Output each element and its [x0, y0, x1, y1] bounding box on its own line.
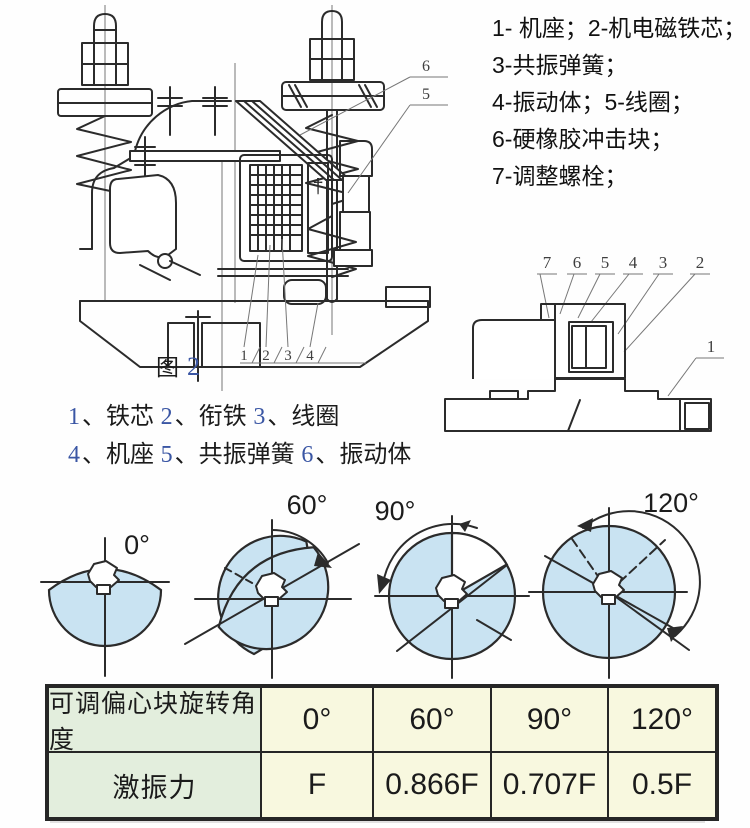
angle-label-120: 120° [643, 488, 699, 518]
legend-line: 1- 机座；2-机电磁铁芯； [492, 15, 747, 41]
callout-label: 6 [422, 58, 430, 75]
fig2-cross-section-diagram: † [57, 5, 448, 391]
legend-line: 6-硬橡胶冲击块； [492, 126, 674, 152]
table-force-value: 0.866F [373, 752, 491, 818]
table-force-value: F [261, 752, 373, 818]
callout-label: 1 [240, 348, 248, 364]
side-view-diagram: 7 6 5 4 3 2 1 [444, 253, 724, 432]
legend-line: 7-调整螺栓； [492, 163, 628, 189]
angle-label-90: 90° [375, 496, 416, 526]
callout-label: 5 [422, 86, 430, 103]
callout-label: 4 [629, 253, 638, 272]
fig2-callouts-bottom: 1 2 3 4 [240, 238, 366, 364]
table-row2-header: 激振力 [48, 752, 261, 818]
angle-diagram-120: 120° [528, 488, 701, 679]
table-force-value: 0.707F [491, 752, 608, 818]
parts-list: 1、铁芯 2、衔铁 3、线圈 4、机座 5、共振弹簧 6、振动体 [68, 398, 411, 474]
parts-list-line1: 1、铁芯 2、衔铁 3、线圈 [68, 403, 340, 430]
machine-base [79, 260, 429, 382]
table-bottom-shadow [50, 821, 705, 823]
angle-diagram-60: 60° [184, 490, 360, 679]
left-bolt [57, 13, 153, 193]
svg-text:†: † [312, 176, 323, 198]
callout-label: 4 [306, 348, 314, 364]
table-force-value: 0.5F [608, 752, 716, 818]
callout-label: 2 [696, 253, 705, 272]
callout-label: 3 [659, 253, 668, 272]
parts-list-line2: 4、机座 5、共振弹簧 6、振动体 [68, 441, 412, 468]
coil-assembly: † [239, 154, 333, 262]
table-angle-value: 90° [491, 687, 608, 752]
fig2-caption-number: 2 [187, 352, 200, 381]
callout-label: 1 [707, 337, 716, 356]
callout-label: 5 [601, 253, 610, 272]
fig2-caption-prefix: 图 [156, 354, 179, 380]
table-angle-value: 60° [373, 687, 491, 752]
callout-label: 7 [543, 253, 552, 272]
side-callout-leaders [537, 273, 710, 353]
callout-label: 6 [573, 253, 582, 272]
eccentric-angle-diagrams: 0° 60° [40, 488, 701, 679]
parts-legend: 1- 机座；2-机电磁铁芯； 3-共振弹簧； 4-振动体；5-线圈； 6-硬橡胶… [492, 10, 748, 195]
table-angle-value: 120° [608, 687, 716, 752]
angle-label-60: 60° [287, 490, 328, 520]
angle-diagram-0: 0° [40, 530, 170, 677]
angle-diagram-90: 90° [374, 496, 530, 679]
callout-label: 2 [262, 348, 270, 364]
excitation-force-table: 可调偏心块旋转角度 0° 60° 90° 120° 激振力 F 0.866F 0… [45, 684, 719, 821]
legend-line: 3-共振弹簧； [492, 52, 628, 78]
angle-label-0: 0° [124, 530, 150, 560]
table-angle-value: 0° [261, 687, 373, 752]
callout-label: 3 [284, 348, 292, 364]
legend-line: 4-振动体；5-线圈； [492, 89, 694, 115]
table-row1-header: 可调偏心块旋转角度 [48, 687, 261, 754]
fig2-callouts-right: 6 5 [299, 58, 448, 194]
